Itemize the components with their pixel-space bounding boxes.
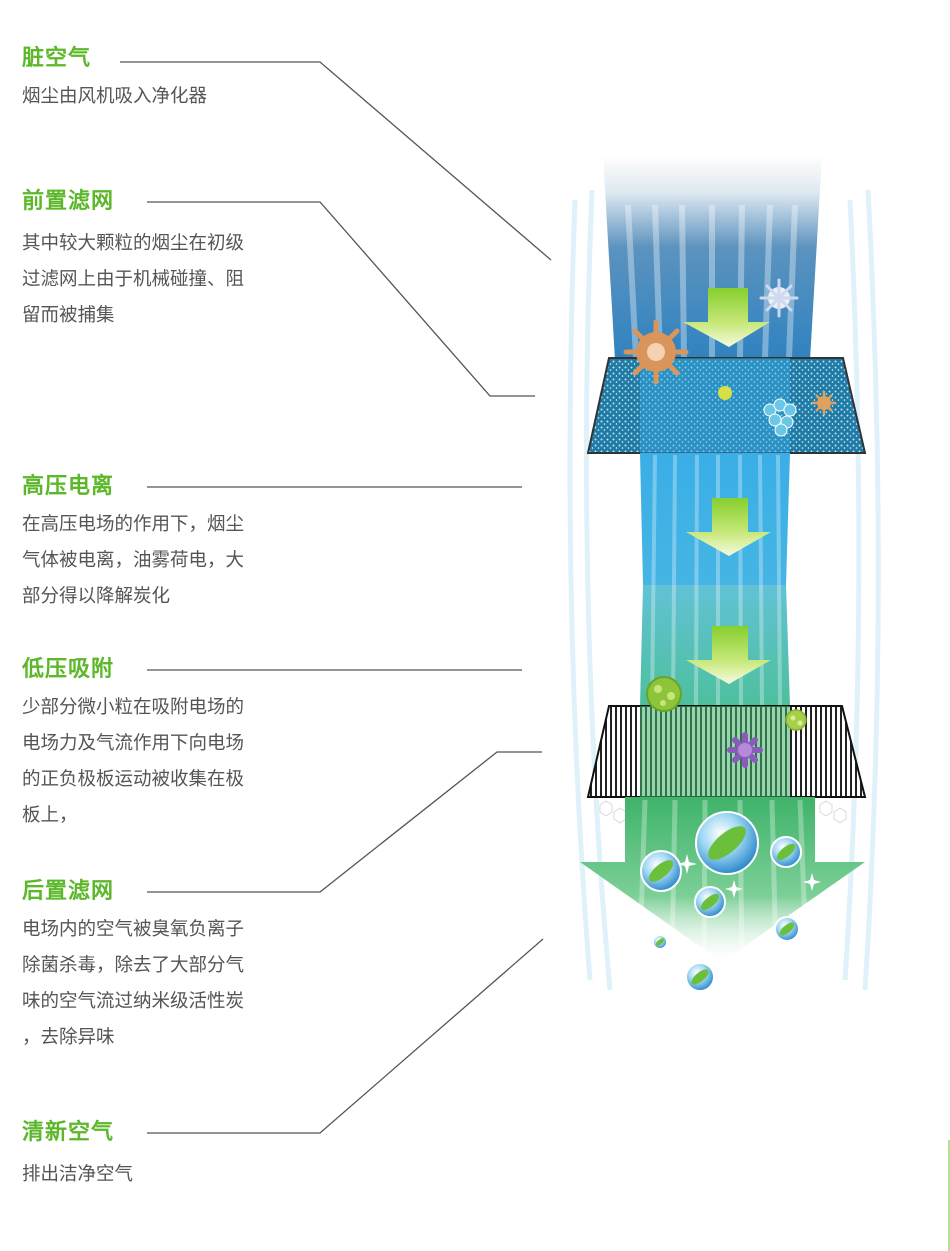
desc-line: 在高压电场的作用下，烟尘 [22,514,245,535]
water-bubble-leaf-icon [694,886,726,918]
desc-line: 电场内的空气被臭氧负离子 [22,919,245,940]
sparkle-icons [677,854,821,898]
desc-line: 气体被电离，油雾荷电，大 [22,550,245,571]
desc-line: 除菌杀毒，除去了大部分气 [22,955,245,976]
virus-particle-small-green [785,709,807,731]
water-bubble-leaf-icon [770,836,802,868]
step-title: 低压吸附 [22,657,115,682]
desc-line: 留而被捕集 [22,305,115,326]
dust-particle-white-spiky [759,278,799,318]
step-title: 前置滤网 [22,189,115,214]
desc-line: 过滤网上由于机械碰撞、阻 [22,269,245,290]
desc-line: 烟尘由风机吸入净化器 [22,86,208,107]
beam-through-pre-filter [640,358,790,453]
connector-post-filter [147,751,542,893]
virus-particle-purple [727,732,763,768]
down-arrow-icon [683,288,770,347]
step-high-voltage-ionization: 高压电离 在高压电场的作用下，烟尘 气体被电离，油雾荷电，大 部分得以降解炭化 [22,473,312,615]
step-title: 后置滤网 [22,879,115,904]
desc-line: 味的空气流过纳米级活性炭 [22,991,245,1012]
desc-line: 其中较大颗粒的烟尘在初级 [22,233,245,254]
step-description: 其中较大颗粒的烟尘在初级 过滤网上由于机械碰撞、阻 留而被捕集 [22,226,312,334]
step-description: 在高压电场的作用下，烟尘 气体被电离，油雾荷电，大 部分得以降解炭化 [22,507,312,615]
desc-line: ，去除异味 [22,1027,115,1048]
step-description: 排出洁净空气 [22,1157,312,1193]
connector-dirty-air [120,61,552,261]
step-title: 清新空气 [22,1120,115,1145]
step-title: 脏空气 [22,46,92,71]
beam-through-post-filter [640,706,790,797]
step-description: 烟尘由风机吸入净化器 [22,79,312,115]
step-title: 高压电离 [22,474,115,499]
dust-particle-small-orange [812,391,836,415]
virus-particle-green [646,676,682,712]
water-bubble-leaf-icon [652,934,668,950]
step-description: 少部分微小粒在吸附电场的 电场力及气流作用下向电场 的正负极板运动被收集在极 板… [22,690,312,834]
down-arrow-icon [686,626,771,684]
down-arrow-icon [686,498,771,556]
desc-line: 板上， [22,805,78,826]
dust-particle-blue-cluster [763,398,797,437]
dust-particle-small-yellow [718,386,732,400]
connector-pre-filter [147,201,535,397]
fresh-air-bubbles [640,811,802,992]
desc-line: 电场力及气流作用下向电场 [22,733,245,754]
step-description: 电场内的空气被臭氧负离子 除菌杀毒，除去了大部分气 味的空气流过纳米级活性炭 ，… [22,912,312,1056]
water-bubble-leaf-icon [685,962,715,992]
step-pre-filter: 前置滤网 其中较大颗粒的烟尘在初级 过滤网上由于机械碰撞、阻 留而被捕集 [22,188,312,334]
water-bubble-leaf-icon [695,811,759,875]
desc-line: 少部分微小粒在吸附电场的 [22,697,245,718]
desc-line: 的正负极板运动被收集在极 [22,769,245,790]
dust-particle-large-orange [623,319,689,385]
desc-line: 排出洁净空气 [22,1164,134,1185]
desc-line: 部分得以降解炭化 [22,586,171,607]
page-edge-border [948,1140,950,1251]
water-bubble-leaf-icon [774,916,800,942]
connector-fresh-air [147,938,544,1134]
step-fresh-air: 清新空气 排出洁净空气 [22,1119,312,1193]
water-bubble-leaf-icon [640,850,682,892]
step-post-filter: 后置滤网 电场内的空气被臭氧负离子 除菌杀毒，除去了大部分气 味的空气流过纳米级… [22,878,312,1056]
step-dirty-air: 脏空气 烟尘由风机吸入净化器 [22,45,312,115]
step-low-voltage-adsorption: 低压吸附 少部分微小粒在吸附电场的 电场力及气流作用下向电场 的正负极板运动被收… [22,656,312,834]
